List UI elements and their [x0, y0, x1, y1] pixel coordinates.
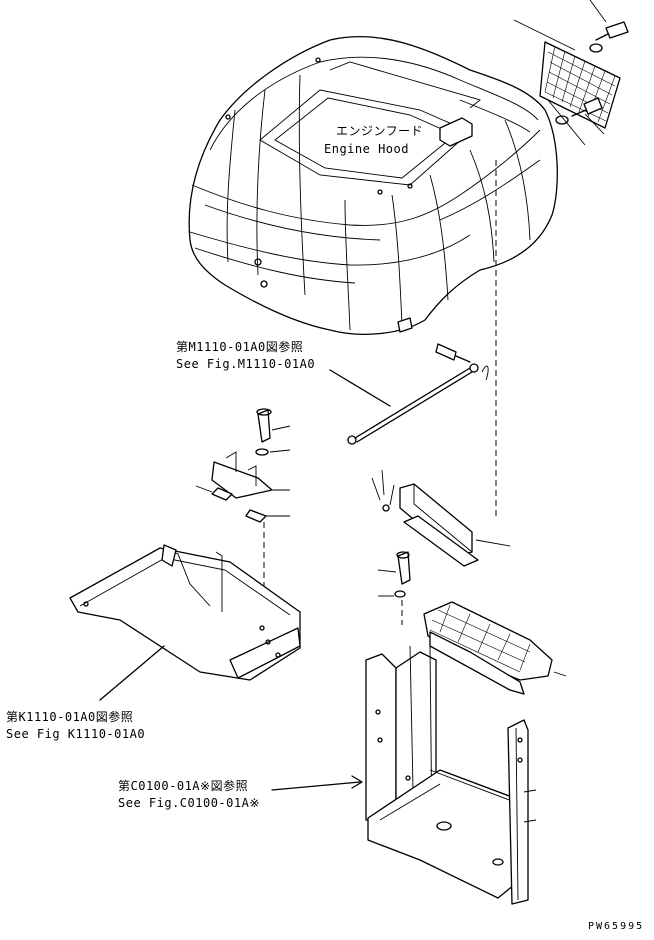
- ref-m1110-label-jp: 第M1110-01A0図参照: [176, 340, 304, 354]
- leader-m1110: [329, 369, 391, 407]
- mesh-arm-drawing: [423, 601, 567, 695]
- hardware-top-right: [513, 0, 629, 146]
- ref-k1110-label-jp: 第K1110-01A0図参照: [6, 710, 134, 724]
- engine-hood-label-en: Engine Hood: [324, 142, 409, 156]
- floor-plate-drawing: [69, 544, 301, 681]
- leader-c0100: [271, 781, 361, 791]
- grille-mesh-drawing: [539, 41, 621, 129]
- right-bracket-drawing: [371, 469, 511, 625]
- ref-c0100-label-en: See Fig.C0100-01A※: [118, 796, 260, 810]
- ref-c0100-label-jp: 第C0100-01A※図参照: [118, 779, 249, 793]
- engine-hood-label-jp: エンジンフード: [336, 124, 424, 138]
- ref-k1110-label-en: See Fig K1110-01A0: [6, 727, 146, 741]
- gas-strut-drawing: [347, 343, 489, 445]
- frame-stand-drawing: [365, 645, 537, 905]
- leader-k1110: [99, 645, 165, 701]
- leader-c0100-arrow: [351, 775, 363, 789]
- ref-m1110-label-en: See Fig.M1110-01A0: [176, 357, 316, 371]
- engine-hood-drawing: [188, 36, 558, 335]
- drawing-code: PW65995: [588, 921, 645, 932]
- left-hinge-drawing: [195, 408, 291, 615]
